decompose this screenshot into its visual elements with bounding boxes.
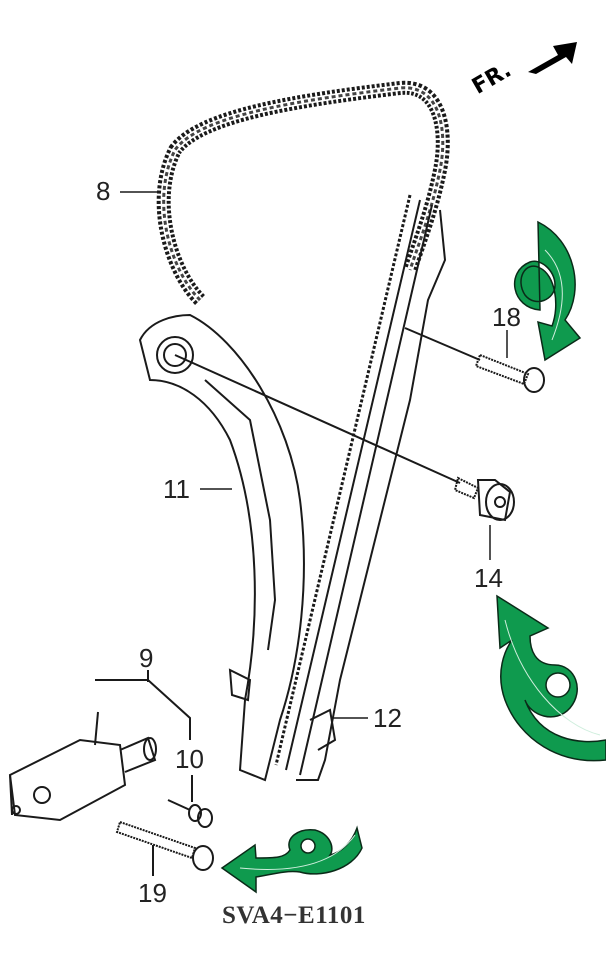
leader-lines [120,191,508,719]
curved-arrow-icon [496,594,606,762]
callout-9: 9 [139,643,154,673]
callout-10: 10 [175,744,204,774]
chain-guide [274,194,447,781]
timing-chain [156,80,450,305]
callout-14: 14 [474,563,503,593]
arrow-up-right-icon [528,42,577,74]
auto-tensioner [8,670,191,822]
callout-11: 11 [163,474,190,504]
callout-18: 18 [492,302,521,332]
diagram-code: SVA4−E1101 [222,902,366,929]
curved-arrow-icon [513,220,582,362]
tensioner-bolt [115,820,214,876]
curved-arrow-icon [220,825,363,894]
callout-12: 12 [373,703,402,733]
callout-8: 8 [96,176,111,206]
guide-bolt [404,327,545,393]
tensioner-pin [167,775,213,828]
callout-19: 19 [138,878,167,908]
tensioner-arm [138,313,305,782]
pivot-bolt [174,354,515,522]
